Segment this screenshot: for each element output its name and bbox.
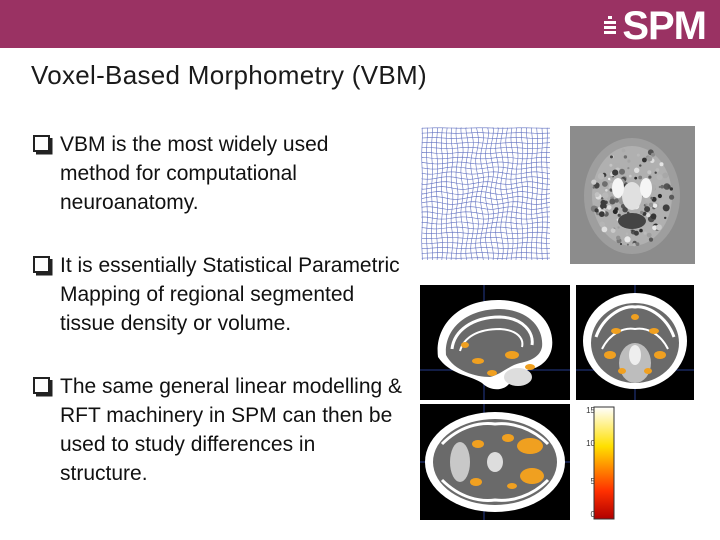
bullet-text: The same general linear modelling & RFT … (60, 375, 403, 485)
slide-title: Voxel-Based Morphometry (VBM) (31, 60, 427, 90)
deformation-grid-image (420, 126, 552, 262)
header-bar: SPM (0, 0, 720, 48)
bullet-text: It is essentially Statistical Parametric… (60, 254, 400, 335)
spm-logo-mark-icon (604, 16, 617, 38)
bullet-text: VBM is the most widely used method for c… (60, 133, 329, 214)
bullet-item: The same general linear modelling & RFT … (32, 372, 404, 488)
checkbox-bullet-icon (33, 135, 53, 155)
checkbox-bullet-icon (33, 256, 53, 276)
bullet-item: VBM is the most widely used method for c… (32, 130, 404, 217)
bullet-item: It is essentially Statistical Parametric… (32, 251, 404, 338)
axial-brain-image (420, 404, 570, 520)
colorbar (593, 406, 615, 520)
spm-logo: SPM (604, 4, 707, 48)
colorbar-tick-label: 0 (590, 510, 595, 519)
sagittal-brain-image (420, 285, 570, 400)
checkbox-bullet-icon (33, 377, 53, 397)
colorbar-tick-labels: 15 10 5 0 (575, 406, 595, 519)
spm-logo-text: SPM (622, 4, 707, 48)
colorbar-tick-label: 5 (590, 476, 595, 486)
colorbar-tick-label: 15 (586, 406, 595, 415)
coronal-brain-image (576, 285, 694, 400)
jacobian-brain-image (570, 126, 695, 264)
colorbar-tick-label: 10 (586, 439, 595, 449)
bullet-list: VBM is the most widely used method for c… (32, 130, 404, 488)
